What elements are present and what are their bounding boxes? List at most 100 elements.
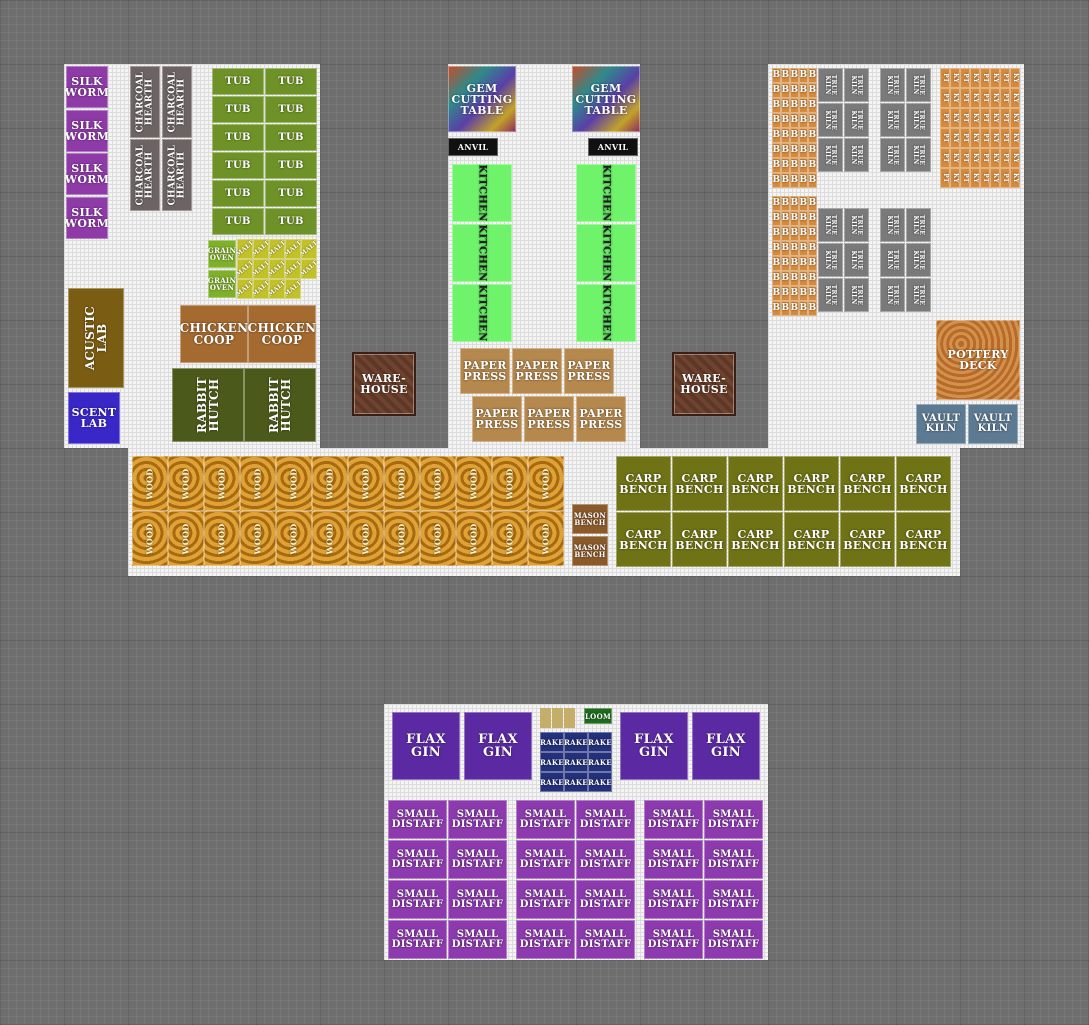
small-distaff[interactable]: SMALL DISTAFF: [448, 840, 507, 879]
rake[interactable]: RAKE: [588, 752, 612, 772]
brick[interactable]: B: [790, 226, 799, 241]
wood-pile[interactable]: WOOD: [384, 456, 420, 511]
brick[interactable]: B: [772, 98, 781, 113]
carp-bench[interactable]: CARP BENCH: [840, 512, 895, 567]
true-kiln[interactable]: TRUE KILN: [818, 68, 843, 102]
chicken-coop[interactable]: CHICKEN COOP: [248, 305, 316, 363]
wood-pile[interactable]: WOOD: [132, 511, 168, 566]
vault-kiln[interactable]: VAULT KILN: [916, 404, 966, 444]
wood-pile[interactable]: WOOD: [204, 456, 240, 511]
wood-pile[interactable]: WOOD: [348, 511, 384, 566]
small-distaff[interactable]: SMALL DISTAFF: [704, 880, 763, 919]
brick[interactable]: B: [781, 286, 790, 301]
brick[interactable]: B: [808, 98, 817, 113]
brick[interactable]: B: [790, 68, 799, 83]
brick[interactable]: B: [790, 113, 799, 128]
rabbit-hutch[interactable]: RABBIT HUTCH: [244, 368, 316, 442]
true-kiln[interactable]: TRUE KILN: [906, 138, 931, 172]
brick[interactable]: B: [808, 226, 817, 241]
ky-cell[interactable]: KY: [970, 148, 980, 168]
true-kiln[interactable]: TRUE KILN: [818, 243, 843, 277]
brick[interactable]: B: [799, 196, 808, 211]
true-kiln[interactable]: TRUE KILN: [906, 103, 931, 137]
flax-gin[interactable]: FLAX GIN: [620, 712, 688, 780]
paper-press[interactable]: PAPER PRESS: [564, 348, 614, 394]
wood-pile[interactable]: WOOD: [384, 511, 420, 566]
malt[interactable]: MALT: [269, 239, 285, 259]
brick[interactable]: B: [772, 241, 781, 256]
rake[interactable]: RAKE: [564, 752, 588, 772]
true-kiln[interactable]: TRUE KILN: [844, 278, 869, 312]
brick[interactable]: B: [781, 226, 790, 241]
small-distaff[interactable]: SMALL DISTAFF: [516, 920, 575, 959]
brick[interactable]: B: [772, 301, 781, 316]
wood-pile[interactable]: WOOD: [312, 456, 348, 511]
malt[interactable]: MALT: [285, 239, 301, 259]
wood-pile[interactable]: WOOD: [168, 456, 204, 511]
wood-pile[interactable]: WOOD: [348, 456, 384, 511]
wood-pile[interactable]: WOOD: [492, 456, 528, 511]
small-distaff[interactable]: SMALL DISTAFF: [704, 840, 763, 879]
brick[interactable]: B: [799, 143, 808, 158]
malt[interactable]: MALT: [237, 259, 253, 279]
malt[interactable]: MALT: [301, 259, 317, 279]
tub[interactable]: TUB: [265, 208, 317, 235]
brick[interactable]: B: [799, 83, 808, 98]
small-distaff[interactable]: SMALL DISTAFF: [576, 800, 635, 839]
carp-bench[interactable]: CARP BENCH: [672, 512, 727, 567]
brick[interactable]: B: [808, 286, 817, 301]
brick[interactable]: B: [799, 173, 808, 188]
true-kiln[interactable]: TRUE KILN: [844, 243, 869, 277]
brick[interactable]: B: [808, 158, 817, 173]
flax-gin[interactable]: FLAX GIN: [392, 712, 460, 780]
anvil[interactable]: ANVIL: [448, 138, 498, 156]
wood-pile[interactable]: WOOD: [420, 511, 456, 566]
true-kiln[interactable]: TRUE KILN: [880, 68, 905, 102]
wood-pile[interactable]: WOOD: [528, 511, 564, 566]
ky-cell[interactable]: KY: [990, 128, 1000, 148]
small-distaff[interactable]: SMALL DISTAFF: [388, 800, 447, 839]
true-kiln[interactable]: TRUE KILN: [906, 243, 931, 277]
brick[interactable]: B: [808, 271, 817, 286]
small-distaff[interactable]: SMALL DISTAFF: [388, 840, 447, 879]
true-kiln[interactable]: TRUE KILN: [880, 103, 905, 137]
brick[interactable]: B: [790, 173, 799, 188]
brick[interactable]: B: [781, 113, 790, 128]
ky-cell[interactable]: KY: [950, 108, 960, 128]
tub[interactable]: TUB: [212, 124, 264, 151]
kitchen[interactable]: KITCHEN: [452, 224, 512, 282]
carp-bench[interactable]: CARP BENCH: [728, 512, 783, 567]
ky-cell[interactable]: KY: [990, 148, 1000, 168]
wood-pile[interactable]: WOOD: [276, 456, 312, 511]
small-distaff[interactable]: SMALL DISTAFF: [516, 880, 575, 919]
small-distaff[interactable]: SMALL DISTAFF: [448, 920, 507, 959]
malt[interactable]: MALT: [253, 239, 269, 259]
tub[interactable]: TUB: [212, 152, 264, 179]
kitchen[interactable]: KITCHEN: [452, 164, 512, 222]
brick[interactable]: B: [790, 158, 799, 173]
brick[interactable]: B: [781, 256, 790, 271]
rabbit-hutch[interactable]: RABBIT HUTCH: [172, 368, 244, 442]
rake[interactable]: RAKE: [564, 732, 588, 752]
wood-pile[interactable]: WOOD: [240, 456, 276, 511]
rake[interactable]: RAKE: [588, 772, 612, 792]
pt-cell[interactable]: PT: [960, 68, 970, 88]
pt-cell[interactable]: PT: [960, 88, 970, 108]
true-kiln[interactable]: TRUE KILN: [844, 208, 869, 242]
small-distaff[interactable]: SMALL DISTAFF: [576, 880, 635, 919]
kitchen[interactable]: KITCHEN: [576, 164, 636, 222]
brick[interactable]: B: [781, 98, 790, 113]
tub[interactable]: TUB: [265, 180, 317, 207]
brick[interactable]: B: [772, 128, 781, 143]
pt-cell[interactable]: PT: [940, 68, 950, 88]
tub[interactable]: TUB: [212, 96, 264, 123]
pt-cell[interactable]: PT: [980, 128, 990, 148]
wood-pile[interactable]: WOOD: [492, 511, 528, 566]
ky-cell[interactable]: KY: [990, 108, 1000, 128]
small-distaff[interactable]: SMALL DISTAFF: [644, 880, 703, 919]
pt-cell[interactable]: PT: [940, 168, 950, 188]
ky-cell[interactable]: KY: [970, 108, 980, 128]
brick[interactable]: B: [799, 128, 808, 143]
brick[interactable]: B: [781, 211, 790, 226]
malt[interactable]: MALT: [285, 279, 301, 299]
